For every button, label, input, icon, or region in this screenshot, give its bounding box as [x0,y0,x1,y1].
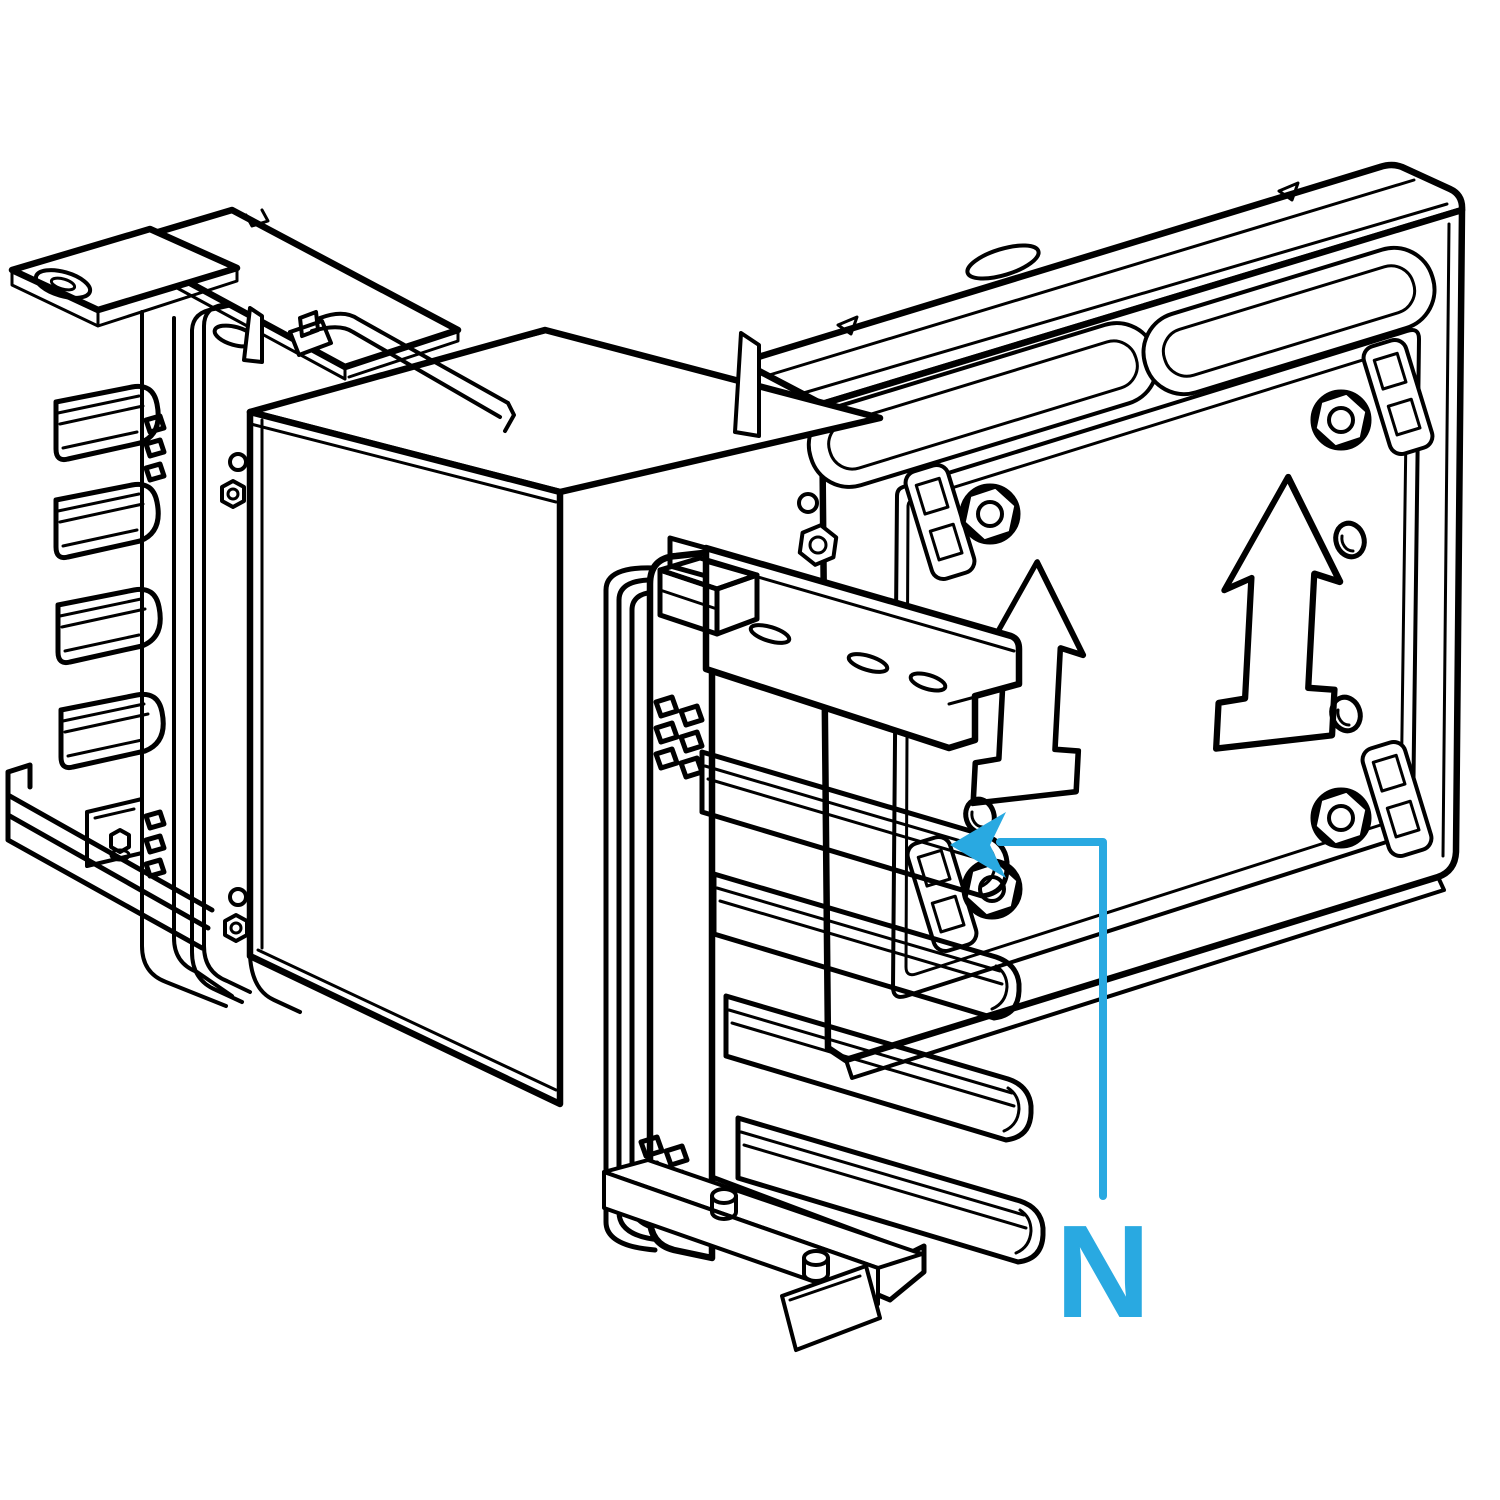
left-gasket [190,303,244,1004]
annotation: N [950,812,1151,1345]
panel-top-edge [738,161,1466,408]
left-mounting-plates [8,206,516,433]
annotation-arrowhead-icon [950,812,1006,878]
beam-hole [846,652,890,674]
plate-ring-hole [33,268,93,300]
panel-handle-slot [1141,245,1437,397]
base-foot [780,1264,882,1352]
base-bolt-icon [802,1249,830,1283]
tee-body [246,326,884,1108]
annotation-label: N [1055,1198,1150,1345]
small-bolt-icon [223,913,249,943]
triangle-mark-icon [1277,181,1300,202]
beam-hole [908,671,948,693]
front-connector [602,535,1043,1352]
base-bolt-icon [710,1187,738,1221]
left-phase-blade [58,589,160,662]
pin-hole [228,452,248,472]
top-fin [733,331,761,438]
triangle-mark-icon [836,315,859,336]
small-bolt-icon [220,479,246,509]
body-front-face [246,408,564,1108]
retaining-clamp [657,535,760,637]
frame-top-beam [702,544,1023,752]
base-bracket [602,1158,924,1352]
panel-top-hole [965,243,1041,281]
beam-hole [748,623,792,645]
pin-hole [228,887,248,907]
small-nut-icon [797,523,839,567]
pin-hole [797,492,819,514]
left-fin [242,306,264,364]
annotation-leader-line [996,838,1107,1200]
left-top-rail [310,311,516,433]
left-phase-blade [61,694,163,767]
